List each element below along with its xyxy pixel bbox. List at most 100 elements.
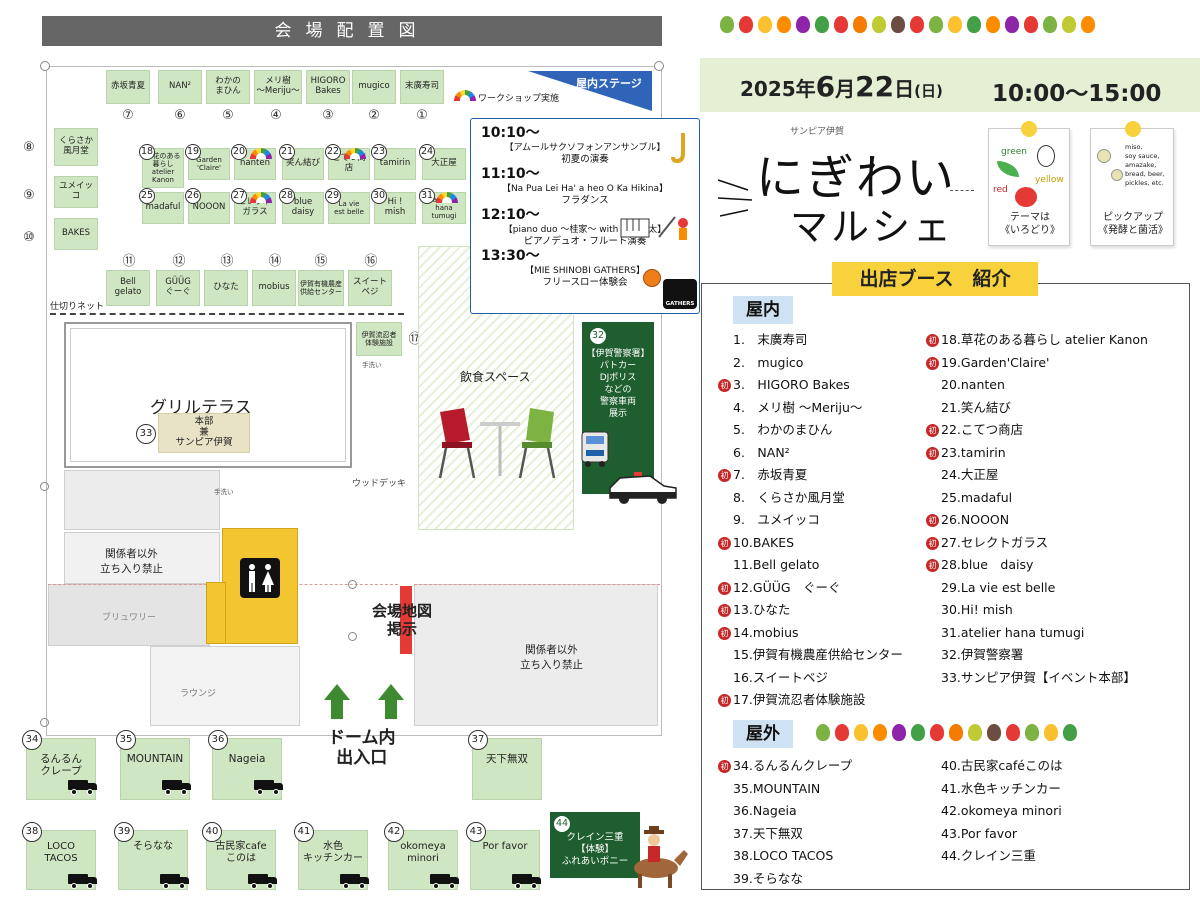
- map-sign-marker: [400, 586, 412, 654]
- piano-flute-icon: [620, 216, 688, 240]
- booth-37[interactable]: 天下無双: [472, 738, 542, 800]
- vegetable-icon: [834, 16, 848, 33]
- dome-entrance-label: ドーム内 出入口: [328, 728, 396, 768]
- booth-top-2[interactable]: NAN²: [158, 70, 202, 104]
- list-item: 37.天下無双: [718, 826, 803, 841]
- booth-number: 30: [371, 188, 387, 204]
- toilet-icon: [240, 558, 280, 598]
- booth-23[interactable]: tamirin: [374, 148, 416, 180]
- vegetable-border-mid: [816, 724, 1077, 741]
- list-item: 1. 末廣寿司: [718, 332, 807, 347]
- booth-24[interactable]: 大正屋: [422, 148, 466, 180]
- booth-top-4[interactable]: メリ樹 ～Meriju～: [254, 70, 302, 104]
- stage-time: 10:10～: [481, 125, 540, 141]
- list-item: 33.サンピア伊賀【イベント本部】: [926, 670, 1136, 685]
- list-item: 2. mugico: [718, 355, 803, 370]
- vegetable-icon: [720, 16, 734, 33]
- booth-name: 末廣寿司: [404, 81, 439, 92]
- booth-name: mobius: [258, 282, 290, 293]
- vegetable-icon: [872, 16, 886, 33]
- first-time-badge: 初: [926, 559, 939, 572]
- handwash-area: [64, 470, 220, 530]
- booth-30[interactable]: Hi ! mish: [374, 192, 416, 224]
- booth-17[interactable]: 伊賀流忍者 体験施設: [356, 322, 402, 356]
- vegetable-icon: [1044, 724, 1058, 741]
- list-item: 4. メリ樹 ～Meriju～: [718, 400, 862, 415]
- booth-row-c-16[interactable]: スイート ベジ: [348, 270, 392, 306]
- indoor-tag: 屋内: [733, 296, 793, 324]
- list-item-label: 4. メリ樹 ～Meriju～: [733, 399, 863, 415]
- booth-row-c-15[interactable]: 伊賀有機農産 供給センター: [298, 270, 344, 306]
- booth-top-6[interactable]: mugico: [352, 70, 396, 104]
- booth-row-c-14[interactable]: mobius: [252, 270, 296, 306]
- list-item-label: 2. mugico: [733, 354, 804, 370]
- booth-left-8[interactable]: くらさか 風月堂: [54, 128, 98, 166]
- booth-name: 大正屋: [431, 158, 457, 169]
- booth-number: 35: [116, 730, 136, 750]
- stage-performer: 【MIE SHINOBI GATHERS】: [525, 266, 645, 276]
- booth-number: 43: [466, 822, 486, 842]
- booth-name: 天下無双: [486, 753, 528, 765]
- booth-number: ⑨: [23, 188, 35, 203]
- booth-row-c-12[interactable]: GÜÜG ぐーぐ: [156, 270, 200, 306]
- list-item-label: 39.そらなな: [733, 870, 803, 886]
- list-item: 35.MOUNTAIN: [718, 781, 820, 796]
- list-item-label: 31.atelier hana tumugi: [941, 624, 1085, 640]
- booth-name: 水色 キッチンカー: [303, 841, 363, 864]
- police-booth[interactable]: [582, 322, 654, 494]
- list-item: 8. くらさか風月堂: [718, 490, 845, 505]
- booth-number: ⑦: [122, 108, 134, 123]
- microbe-icon: [1097, 149, 1111, 163]
- booth-28[interactable]: blue daisy: [282, 192, 324, 224]
- vegetable-icon: [1025, 724, 1039, 741]
- food-truck-icon: [160, 874, 190, 889]
- vegetable-icon: [911, 724, 925, 741]
- first-time-badge: 初: [926, 424, 939, 437]
- vegetable-icon: [949, 724, 963, 741]
- booth-name: そらなな: [133, 841, 173, 852]
- vegetable-icon: [892, 724, 906, 741]
- staff-only-area-left: [64, 532, 220, 584]
- booth-number: ⑪: [122, 254, 136, 269]
- booth-number: ③: [322, 108, 334, 123]
- booth-number: ⑫: [172, 254, 186, 269]
- vegetable-icon: [968, 724, 982, 741]
- vegetable-icon: [835, 724, 849, 741]
- booth-top-7[interactable]: 末廣寿司: [400, 70, 444, 104]
- list-item-label: 35.MOUNTAIN: [733, 780, 821, 796]
- booth-left-9[interactable]: ユメイッコ: [54, 176, 98, 208]
- booth-name: スイート ベジ: [352, 277, 387, 297]
- booth-top-5[interactable]: HIGORO Bakes: [306, 70, 350, 104]
- first-time-badge: 初: [926, 536, 939, 550]
- list-item-label: 14.mobius: [733, 624, 799, 640]
- list-item-label: 33.サンピア伊賀【イベント本部】: [941, 669, 1136, 685]
- vegetable-icon: [815, 16, 829, 33]
- booth-33-hq[interactable]: 本部 兼 サンピア伊賀: [158, 413, 250, 453]
- list-item: 31.atelier hana tumugi: [926, 625, 1084, 640]
- booth-top-3[interactable]: わかの まひん: [206, 70, 250, 104]
- booth-top-1[interactable]: 赤坂青夏: [106, 70, 150, 104]
- basketball-icon: [643, 269, 661, 287]
- pillar: [348, 632, 357, 641]
- date-day: 22: [855, 70, 895, 103]
- first-time-badge: 初: [926, 514, 939, 527]
- booth-row-c-13[interactable]: ひなた: [204, 270, 248, 306]
- booth-name: ユメイッコ: [58, 181, 93, 201]
- booth-name: 草花のある暮らし atelier Kanon: [145, 151, 181, 185]
- gathers-logo: GATHERS: [663, 279, 697, 309]
- booth-name: okomeya minori: [400, 841, 446, 864]
- booth-name: mugico: [358, 81, 390, 92]
- list-item-label: 18.草花のある暮らし atelier Kanon: [941, 332, 1148, 347]
- date-weekday: (日): [914, 82, 943, 100]
- booth-row-c-11[interactable]: Bell gelato: [106, 270, 150, 306]
- booth-name: ひなた: [213, 282, 239, 293]
- logo-line2: マルシェ: [790, 205, 955, 249]
- booth-number: 38: [22, 822, 42, 842]
- booth-left-10[interactable]: BAKES: [54, 218, 98, 250]
- list-item-label: 29.La vie est belle: [941, 579, 1056, 595]
- list-item: 29.La vie est belle: [926, 580, 1055, 595]
